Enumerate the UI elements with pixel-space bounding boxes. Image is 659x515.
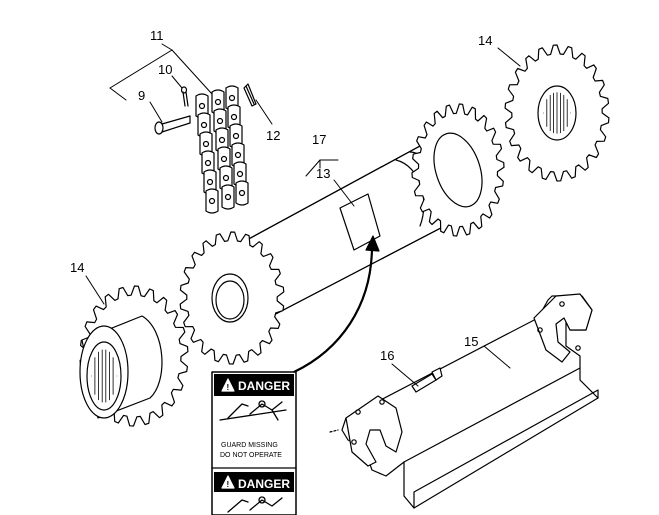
chain-roller	[236, 170, 244, 178]
connecting-pin	[154, 115, 191, 135]
svg-text:!: !	[227, 480, 230, 489]
sprocket-14-upper	[504, 44, 610, 182]
callout-labels: 11 10 9 12 17 13 14 14 15 16	[70, 28, 492, 363]
entanglement-hazard-icon	[219, 400, 287, 421]
bolt-16	[411, 367, 443, 393]
sprocket-mounted-left	[179, 231, 285, 365]
callout-11: 11	[150, 28, 164, 43]
decal-location-arrow	[292, 235, 380, 374]
chain-roller	[208, 197, 216, 205]
chain-roller	[202, 140, 210, 148]
chain-roller	[230, 113, 238, 121]
callout-16: 16	[380, 348, 394, 363]
danger-decal: ! DANGER GUARD MISSING DO NOT OPERATE ! …	[211, 371, 297, 515]
chain-roller	[220, 155, 228, 163]
chain-roller	[216, 117, 224, 125]
leader-lines	[85, 43, 521, 387]
chain-roller	[200, 121, 208, 129]
guard-bracket	[329, 293, 599, 509]
chain-roller	[238, 189, 246, 197]
chain-roller	[198, 102, 206, 110]
entanglement-hazard-icon	[227, 496, 283, 513]
chain-roller	[206, 178, 214, 186]
decal-location-13	[339, 193, 381, 251]
roller-chain	[195, 85, 249, 214]
warning-triangle-icon: !	[221, 475, 235, 489]
callout-10: 10	[158, 62, 172, 77]
chain-roller	[234, 151, 242, 159]
sprocket-mounted-right	[411, 103, 505, 237]
warning-triangle-icon: !	[221, 378, 235, 392]
chain-roller	[232, 132, 240, 140]
chain-roller	[228, 94, 236, 102]
chain-roller	[214, 98, 222, 106]
svg-text:!: !	[227, 383, 230, 392]
spring-clip	[243, 83, 257, 107]
cotter-pin	[180, 86, 189, 107]
decal-line-2: DO NOT OPERATE	[220, 452, 282, 459]
callout-12: 12	[266, 128, 280, 143]
callout-15: 15	[464, 334, 478, 349]
chain-roller	[224, 193, 232, 201]
callout-17: 17	[312, 132, 326, 147]
danger-title-2: DANGER	[238, 477, 290, 491]
sprocket-14-lower	[79, 285, 189, 427]
callout-9: 9	[138, 88, 145, 103]
decal-line-1: GUARD MISSING	[221, 442, 278, 449]
chain-roller	[222, 174, 230, 182]
callout-14-lower: 14	[70, 260, 84, 275]
danger-title-1: DANGER	[238, 379, 290, 393]
chain-roller	[204, 159, 212, 167]
callout-14-upper: 14	[478, 33, 492, 48]
chain-roller	[218, 136, 226, 144]
callout-13: 13	[316, 166, 330, 181]
